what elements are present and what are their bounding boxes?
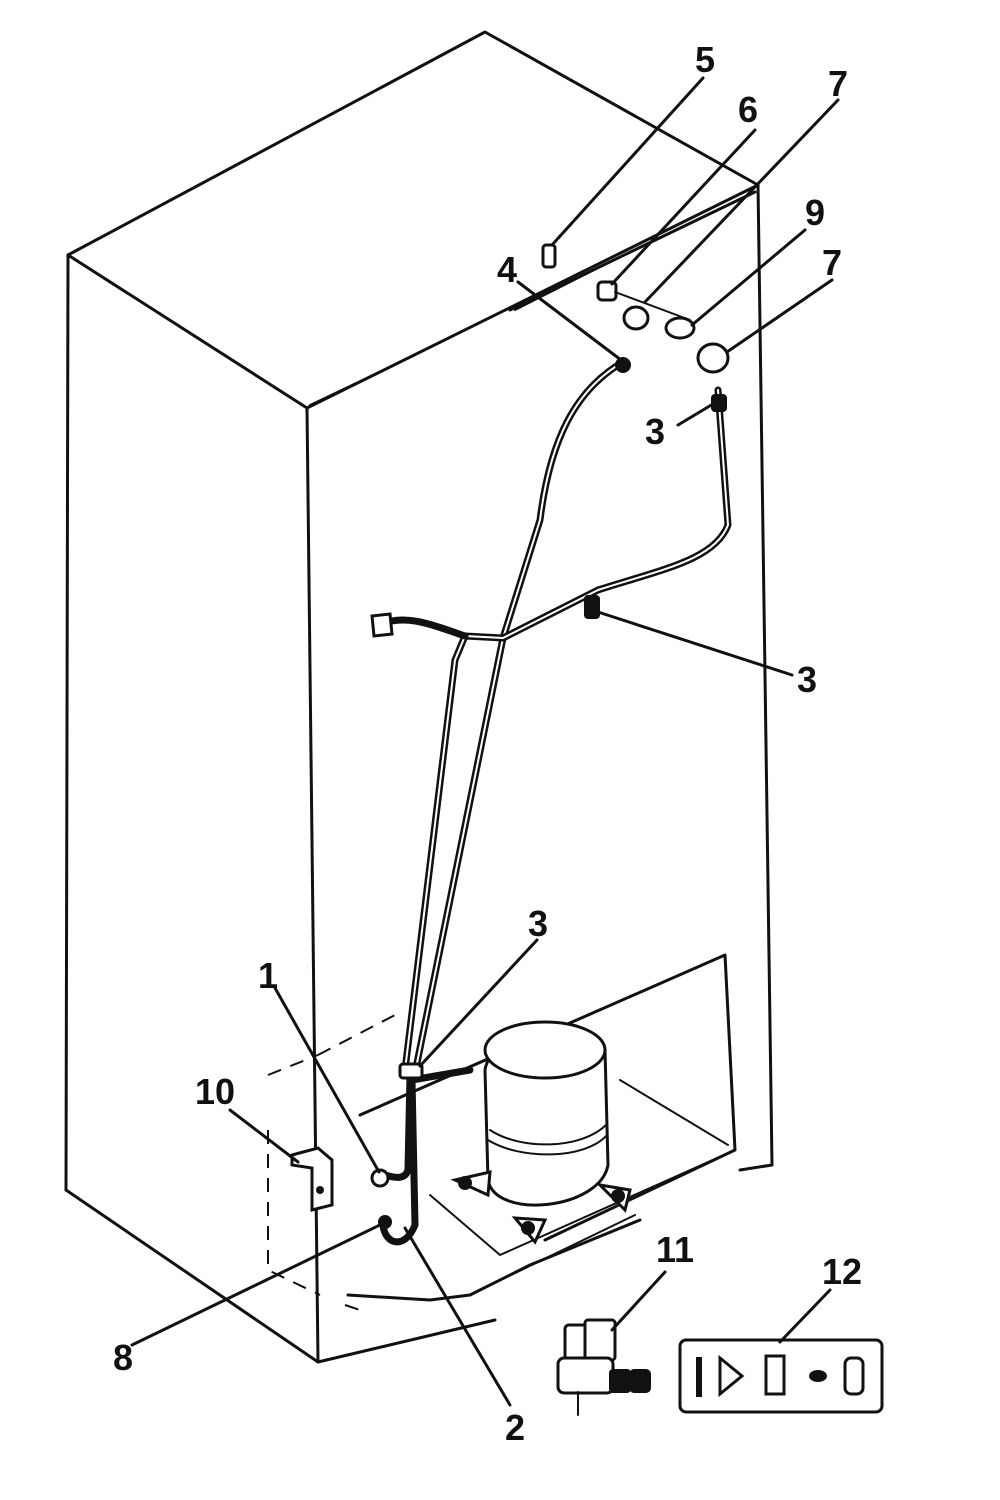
part-12-terminal-card <box>678 1338 884 1414</box>
callout-7-top: 7 <box>828 63 848 104</box>
refrigerator-cabinet <box>64 30 774 1364</box>
callout-12: 12 <box>822 1251 862 1292</box>
callout-11: 11 <box>656 1229 694 1270</box>
part-10-bracket <box>290 1146 334 1212</box>
callout-5: 5 <box>695 39 715 80</box>
part-11-relay <box>556 1318 651 1416</box>
part-6-clip <box>596 280 618 302</box>
part-1-connector <box>370 1168 390 1188</box>
callout-8: 8 <box>113 1337 133 1378</box>
callout-2: 2 <box>505 1407 525 1448</box>
callout-3-middle: 3 <box>797 659 817 700</box>
part-4-tie <box>615 357 631 373</box>
part-5-connector <box>541 243 557 269</box>
callout-4: 4 <box>497 249 517 290</box>
callout-labels: 5 6 7 9 4 7 3 3 3 1 10 8 2 11 12 <box>113 39 862 1448</box>
part-3-clamp-bottom <box>398 1062 424 1080</box>
callout-9: 9 <box>805 192 825 233</box>
callout-7-lower: 7 <box>822 242 842 283</box>
callout-1: 1 <box>258 955 278 996</box>
callout-6: 6 <box>738 89 758 130</box>
callout-10: 10 <box>195 1071 235 1112</box>
part-9-grommet <box>622 305 650 331</box>
callout-3-top: 3 <box>645 411 665 452</box>
leader-lines <box>130 76 840 1407</box>
callout-3-bottom: 3 <box>528 903 548 944</box>
part-3-clamp-mid <box>584 595 600 619</box>
part-7-grommet <box>696 342 730 374</box>
harness-end-plug <box>370 612 394 638</box>
compressor <box>450 1020 632 1245</box>
